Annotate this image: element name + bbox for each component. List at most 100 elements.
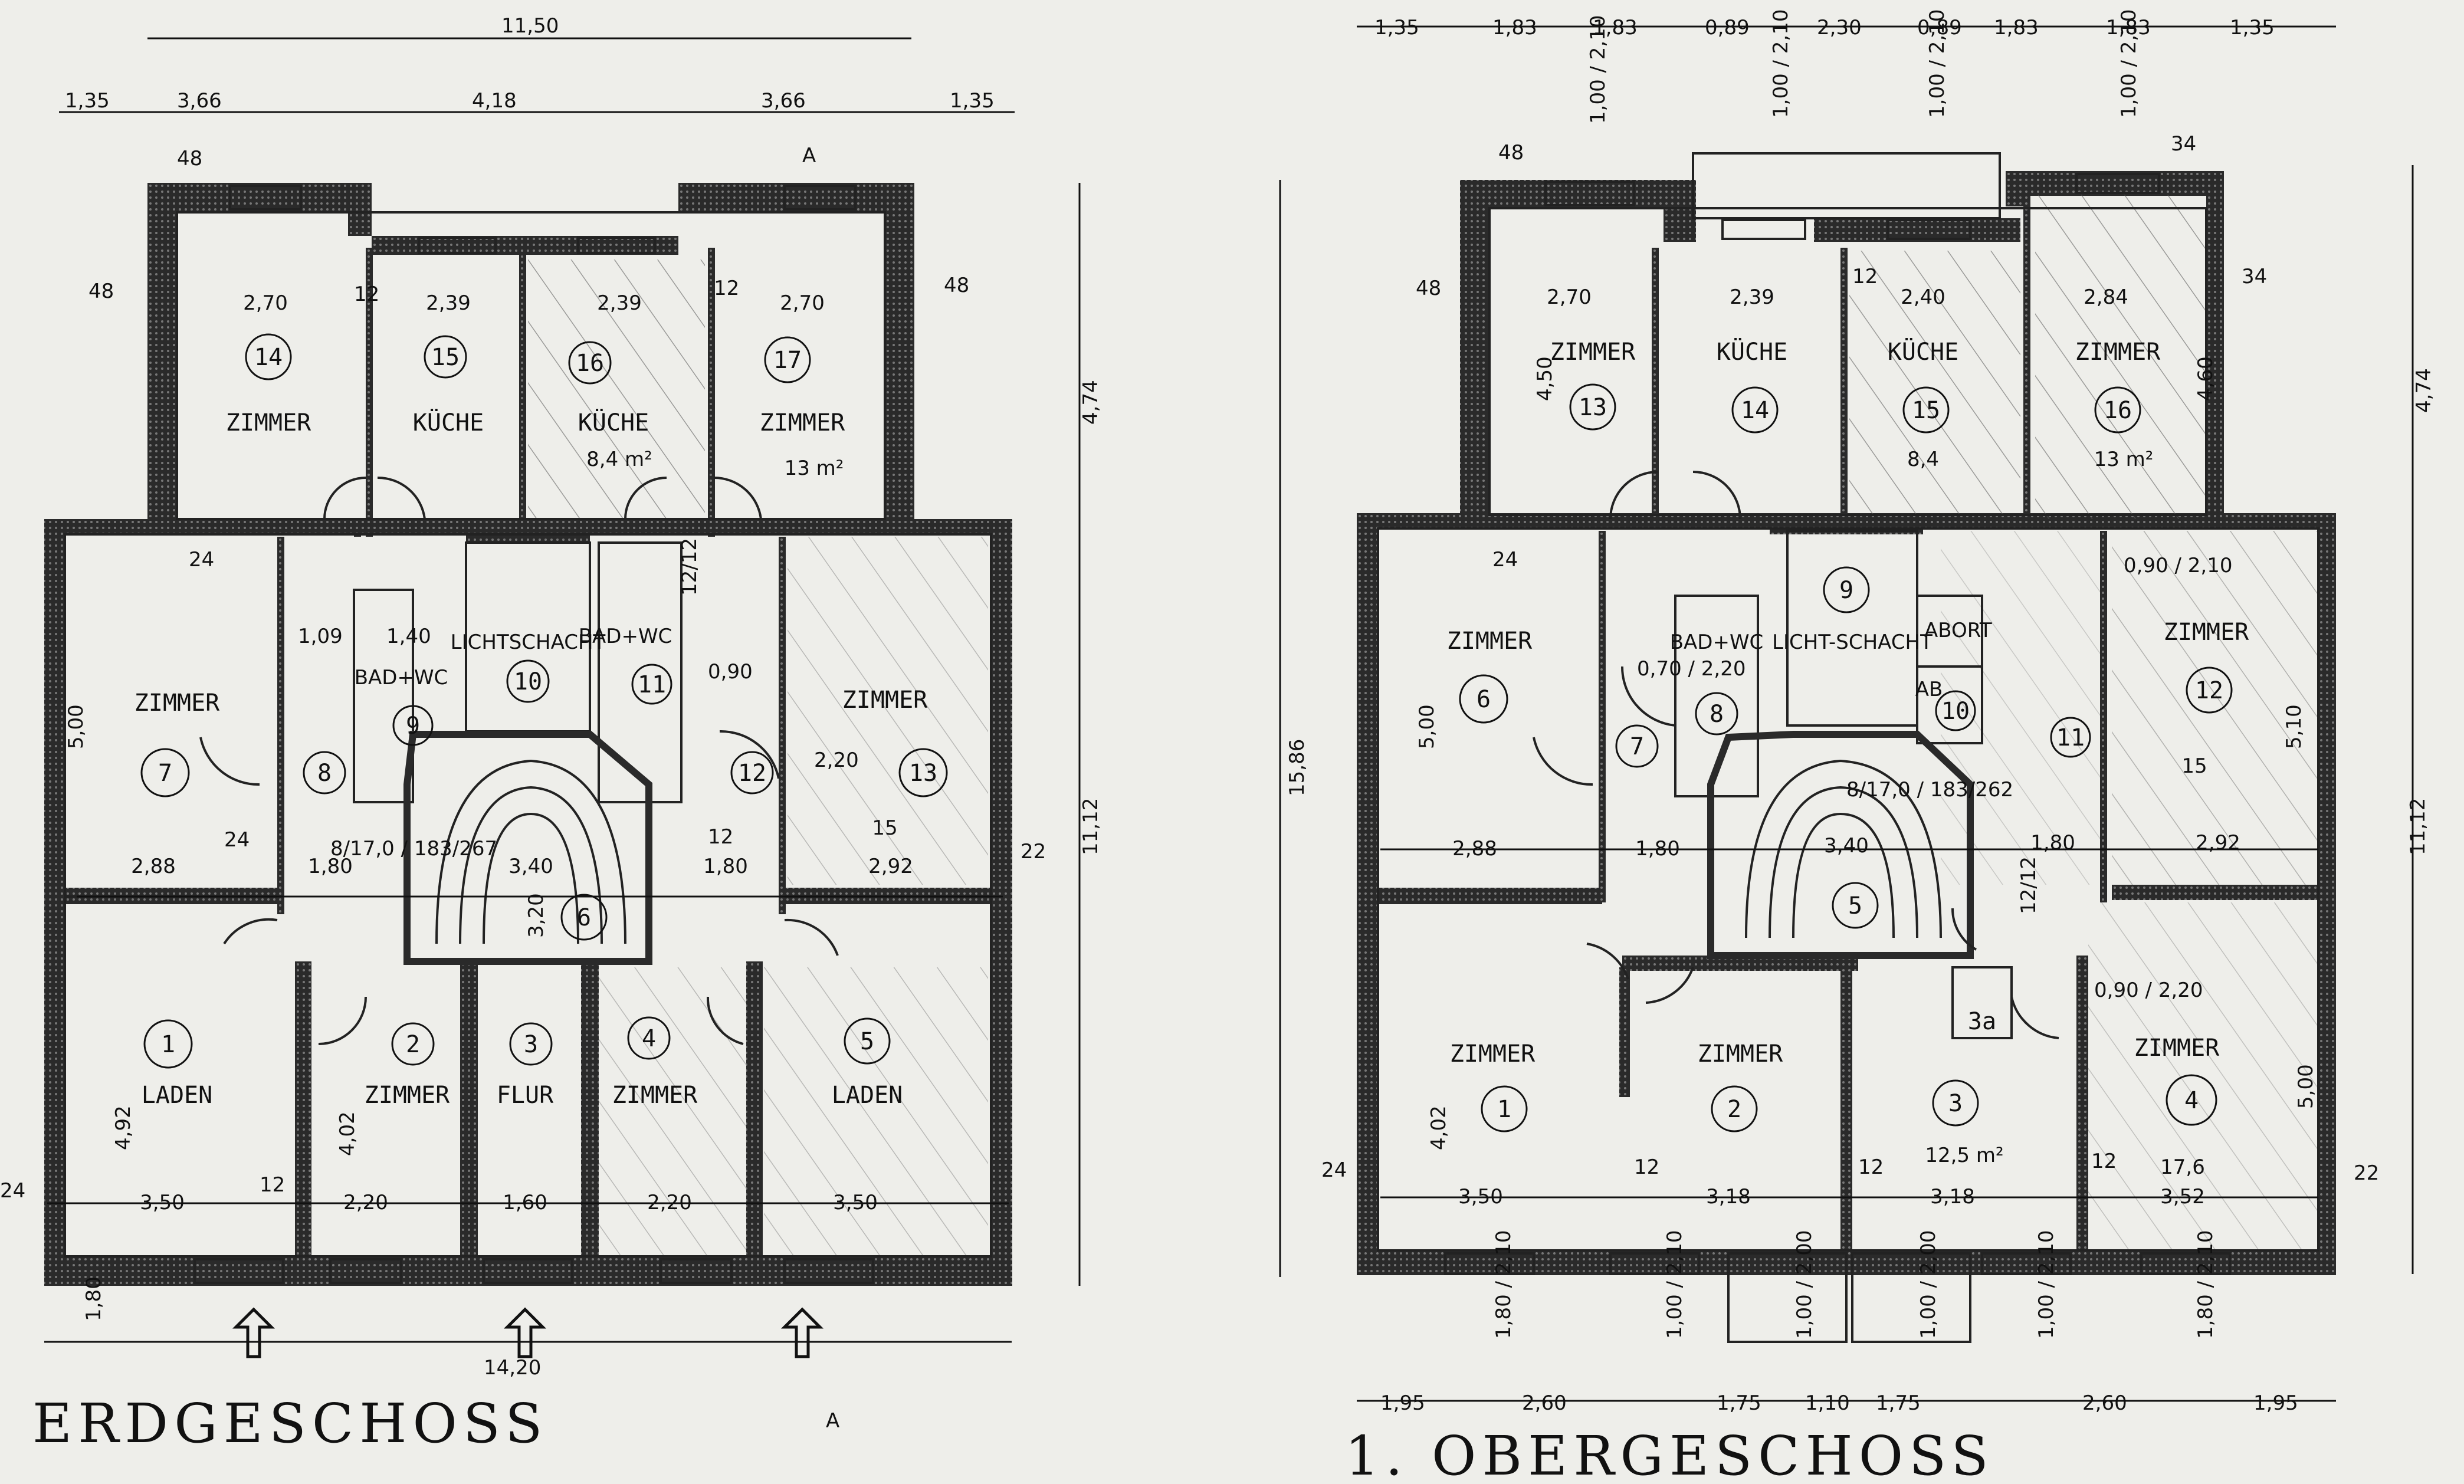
eg-wall-note-7: 22: [1021, 840, 1046, 864]
og-dim-top-4: 0,89: [1705, 16, 1750, 40]
og-room-10-number: 10: [1941, 698, 1970, 725]
og-wall-note-16: 5,10: [2282, 704, 2306, 749]
eg-room-7-dim: 2,88: [131, 855, 176, 878]
eg-room-7-name: ZIMMER: [134, 690, 220, 717]
eg-wall-note-13: 4,92: [111, 1105, 135, 1150]
og-room-16: 16 ZIMMER 2,84 13 m²: [2075, 285, 2161, 471]
eg-room-13-number: 13: [909, 760, 937, 787]
og-wall-note-15: 4,02: [1427, 1105, 1451, 1150]
eg-room-8-dim: 1,80: [308, 855, 353, 878]
og-room-2-name: ZIMMER: [1698, 1040, 1783, 1068]
og-dim-bottom-3: 1,75: [1717, 1391, 1761, 1415]
og-room-7-dim: 1,80: [1635, 837, 1680, 861]
eg-room-1: 1 LADEN 3,50: [140, 1019, 212, 1214]
og-room-13-name: ZIMMER: [1550, 339, 1636, 366]
og-room-15-dim: 2,40: [1901, 285, 1945, 309]
og-room-8-number: 8: [1710, 701, 1724, 728]
eg-room-13-dim: 2,92: [868, 855, 913, 878]
og-wall-note-17: 5,00: [2294, 1064, 2318, 1109]
og-dim-top-5: 2,30: [1817, 16, 1862, 40]
og-dim-bottom-4: 1,10: [1805, 1391, 1850, 1415]
og-dimension-lines: [1279, 25, 2414, 1402]
eg-wall-note-20: 0,90: [708, 660, 753, 684]
eg-wall-note-16: 3,20: [524, 893, 548, 938]
og-room-10: 10 AB: [1915, 678, 1976, 731]
eg-room-4: 4 ZIMMER 2,20: [612, 1016, 698, 1214]
eg-room-10: 10 LICHTSCHACHT: [451, 631, 606, 703]
og-window-note-2: 1,00 / 2,10: [1769, 9, 1793, 118]
og-room-4-area: 17,6: [2160, 1155, 2205, 1179]
og-window-note-6: 1,00 / 2,10: [1663, 1230, 1687, 1339]
eg-dimension-lines: [44, 37, 1081, 1343]
eg-room-2-name: ZIMMER: [365, 1082, 450, 1109]
eg-wall-note-15: 4,02: [336, 1111, 359, 1156]
eg-room-10-number: 10: [514, 668, 542, 695]
og-room-9-number: 9: [1839, 577, 1853, 604]
og-room-3a-number: 3a: [1968, 1008, 1996, 1035]
og-wall-note-8: 12: [1634, 1155, 1659, 1179]
eg-room-15: 15 KÜCHE 2,39: [413, 291, 484, 436]
og-dim-bottom-7: 1,95: [2253, 1391, 2298, 1415]
og-dim-bottom-6: 2,60: [2082, 1391, 2127, 1415]
eg-room-16-dim: 2,39: [597, 291, 642, 315]
og-dim-top-8: 1,83: [2106, 16, 2151, 40]
og-room-15-area: 8,4: [1907, 448, 1939, 471]
eg-hatching: [528, 260, 988, 1256]
og-room-16-name: ZIMMER: [2075, 339, 2161, 366]
og-room-1-dim: 3,50: [1458, 1185, 1503, 1209]
og-room-3-area: 12,5 m²: [1925, 1144, 2003, 1167]
og-window-notes: 1,00 / 2,10 1,00 / 2,10 1,00 / 2,10 1,00…: [1492, 9, 2217, 1339]
eg-dim-top-5: 1,35: [950, 89, 995, 113]
og-walls: [1357, 171, 2336, 1275]
eg-room-8: 8 1,80: [303, 751, 353, 878]
eg-wall-note-3: 48: [944, 274, 969, 297]
eg-room-3: 3 FLUR 1,60: [497, 1022, 554, 1214]
og-dim-top-3: 1,83: [1593, 16, 1638, 40]
og-room-3-dim: 3,18: [1930, 1185, 1975, 1209]
og-room-15-number: 15: [1912, 397, 1940, 424]
eg-room-17-name: ZIMMER: [760, 409, 845, 436]
eg-room-1-name: LADEN: [142, 1082, 212, 1109]
eg-stair-note: 8/17,0 / 183/267: [330, 837, 497, 861]
eg-room-9: 9 BAD+WC: [355, 666, 448, 746]
eg-dim-top-2: 3,66: [177, 89, 222, 113]
og-wall-note-10: 12: [2091, 1150, 2117, 1173]
eg-room-7-number: 7: [158, 760, 172, 787]
eg-wall-note-17: 1,09: [298, 625, 343, 648]
og-wall-note-6: 24: [1321, 1158, 1347, 1182]
og-room-15: 15 KÜCHE 2,40 8,4: [1888, 285, 1958, 471]
eg-room-13-name: ZIMMER: [842, 687, 928, 714]
og-room-16-number: 16: [2104, 397, 2132, 424]
og-window-note-8: 1,00 / 2,00: [1917, 1230, 1940, 1339]
og-wall-notes: 48 48 34 34 24 24 22 12 12 12 12 4,50 4,…: [1321, 132, 2379, 1185]
og-room-10-name: AB: [1915, 678, 1943, 701]
eg-room-15-name: KÜCHE: [413, 408, 484, 436]
eg-dim-top-1: 1,35: [65, 89, 110, 113]
og-wall-note-20: 0,70 / 2,20: [1637, 657, 1746, 681]
eg-room-17-number: 17: [773, 347, 802, 374]
og-room-1-name: ZIMMER: [1450, 1040, 1536, 1068]
og-hatching: [1849, 195, 2318, 1250]
eg-room-10-name: LICHTSCHACHT: [451, 631, 606, 654]
og-room-12-area: 15: [2181, 754, 2207, 778]
og-dim-top-1: 1,35: [1374, 16, 1419, 40]
eg-room-14-dim: 2,70: [243, 291, 288, 315]
eg-total-width: 14,20: [484, 1356, 541, 1380]
og-wall-note-3: 34: [2171, 132, 2196, 156]
og-dim-bottom-5: 1,75: [1876, 1391, 1921, 1415]
eg-entrance-arrows: [232, 1307, 824, 1358]
eg-room-12-number: 12: [738, 760, 766, 787]
og-room-6-dim: 2,88: [1452, 837, 1497, 861]
eg-room-6-number: 6: [577, 904, 591, 931]
eg-room-14: 14 ZIMMER 2,70: [226, 291, 311, 436]
og-wall-note-9: 12: [1858, 1155, 1884, 1179]
og-dim-right-2: 11,12: [2406, 798, 2430, 855]
plan-obergeschoss: 1,35 1,83 1,83 0,89 2,30 0,89 1,83 1,83 …: [1279, 9, 2436, 1484]
og-wall-note-5: 24: [1492, 548, 1518, 572]
og-room-8-name: BAD+WC: [1670, 631, 1764, 654]
eg-windows: [193, 185, 874, 1284]
og-room-15-name: KÜCHE: [1888, 337, 1958, 366]
eg-room-9-number: 9: [406, 713, 420, 740]
eg-dimension-labels: 11,50 1,35 3,66 4,18 3,66 1,35 4,74 11,1…: [65, 14, 1103, 1433]
og-room-16-area: 13 m²: [2094, 448, 2154, 471]
